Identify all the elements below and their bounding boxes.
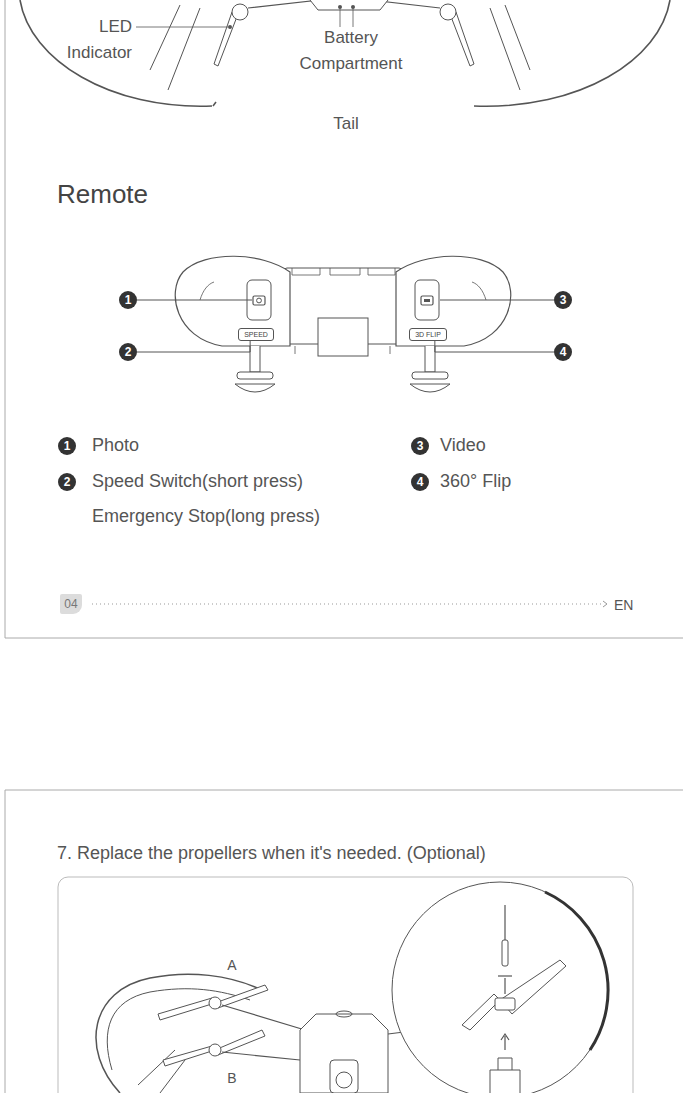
phone-clamp bbox=[318, 318, 368, 356]
propeller-A bbox=[158, 985, 268, 1020]
motor bbox=[490, 1058, 520, 1093]
part-label: Photo bbox=[92, 432, 139, 459]
grip-detail bbox=[200, 282, 486, 300]
leader-dot bbox=[338, 5, 342, 9]
node-text: SPEED bbox=[244, 331, 268, 338]
drone-bottom bbox=[96, 882, 608, 1093]
callout-number: 1 bbox=[58, 437, 76, 455]
node-text: 3 bbox=[417, 439, 424, 453]
propeller-blade bbox=[450, 12, 474, 66]
stick-shaft bbox=[250, 346, 260, 372]
node-text: 1 bbox=[125, 293, 132, 307]
left-grip bbox=[175, 256, 290, 346]
logo bbox=[336, 1011, 352, 1017]
part-label: Video bbox=[440, 432, 486, 459]
motor-hub bbox=[209, 1044, 221, 1056]
part-label: Battery Compartment bbox=[291, 25, 411, 76]
node-text: 4 bbox=[417, 475, 424, 489]
stick-shaft bbox=[425, 346, 435, 372]
remote bbox=[137, 256, 554, 392]
node-text: 2 bbox=[125, 345, 132, 359]
figure-box bbox=[58, 877, 633, 1093]
leader-line bbox=[137, 341, 250, 353]
camera-icon bbox=[253, 296, 265, 305]
screwdriver-shaft bbox=[504, 905, 505, 940]
leader-line bbox=[435, 341, 554, 353]
callout-number: 3 bbox=[411, 437, 429, 455]
motor-hub bbox=[440, 4, 456, 20]
motor-hub bbox=[232, 4, 248, 20]
propeller-guard bbox=[474, 0, 670, 106]
part-label: 7. Replace the propellers when it's need… bbox=[57, 840, 486, 867]
propeller-guard bbox=[96, 974, 262, 1093]
page-number: 04 bbox=[60, 594, 81, 614]
node-text: 3 bbox=[560, 293, 567, 307]
callout-number: 2 bbox=[58, 473, 76, 491]
node-text: 1 bbox=[64, 439, 71, 453]
body bbox=[300, 1014, 388, 1093]
stick-cap bbox=[412, 372, 448, 379]
callout-number: 4 bbox=[554, 343, 572, 361]
screwdriver-handle bbox=[502, 940, 508, 966]
propeller-hub bbox=[495, 998, 515, 1010]
camera-icon bbox=[257, 298, 262, 303]
part-label: 360° Flip bbox=[440, 468, 511, 495]
stick-cap bbox=[237, 372, 273, 379]
leader-line bbox=[136, 27, 228, 28]
callout-number: 4 bbox=[411, 473, 429, 491]
callout-number: 1 bbox=[119, 291, 137, 309]
body bbox=[310, 0, 388, 10]
part-label: LED Indicator bbox=[50, 14, 132, 65]
zoom-circle bbox=[392, 882, 608, 1093]
propeller-blade bbox=[462, 960, 566, 1030]
leader-line bbox=[137, 300, 554, 301]
propeller-blade bbox=[214, 12, 238, 66]
callout-number: 3 bbox=[554, 291, 572, 309]
node-text: 4 bbox=[560, 345, 567, 359]
stick-base bbox=[235, 384, 275, 392]
video-button bbox=[415, 280, 439, 320]
page-frame bbox=[5, 0, 683, 638]
leader-line bbox=[340, 7, 353, 27]
guard-strut bbox=[150, 5, 530, 90]
part-label: Speed Switch(short press) bbox=[92, 468, 303, 495]
video-icon bbox=[421, 296, 433, 305]
propeller-B bbox=[163, 1030, 265, 1066]
propeller-guard bbox=[20, 0, 212, 106]
part-label: B bbox=[227, 1068, 236, 1089]
part-label: EN bbox=[614, 595, 633, 616]
screw bbox=[504, 978, 505, 994]
node-text: 3D FLIP bbox=[415, 331, 441, 338]
part-label: Tail bbox=[333, 111, 359, 137]
top-tab bbox=[292, 268, 395, 275]
dotted-rule bbox=[92, 604, 604, 605]
up-arrow bbox=[501, 1034, 509, 1050]
motor-hub bbox=[209, 997, 221, 1009]
leader-dot bbox=[351, 5, 355, 9]
part-label: A bbox=[227, 955, 236, 976]
foot bbox=[295, 346, 390, 354]
part-label: Emergency Stop(long press) bbox=[92, 503, 320, 530]
screw-head bbox=[498, 975, 512, 976]
node-text: 2 bbox=[64, 475, 71, 489]
video-icon bbox=[424, 299, 430, 302]
camera-lens bbox=[336, 1072, 352, 1088]
camera bbox=[330, 1060, 358, 1093]
right-grip bbox=[396, 256, 511, 346]
leader-dot bbox=[228, 25, 232, 29]
button-label: 3D FLIP bbox=[409, 328, 447, 341]
callout-number: 2 bbox=[119, 343, 137, 361]
stick-base bbox=[410, 384, 450, 392]
section-heading: Remote bbox=[57, 179, 148, 210]
node-text: 04 bbox=[64, 597, 77, 611]
propeller-guard bbox=[213, 102, 216, 106]
button-label: SPEED bbox=[238, 328, 274, 341]
drone-top bbox=[20, 0, 670, 106]
arrow-mark bbox=[603, 601, 607, 607]
